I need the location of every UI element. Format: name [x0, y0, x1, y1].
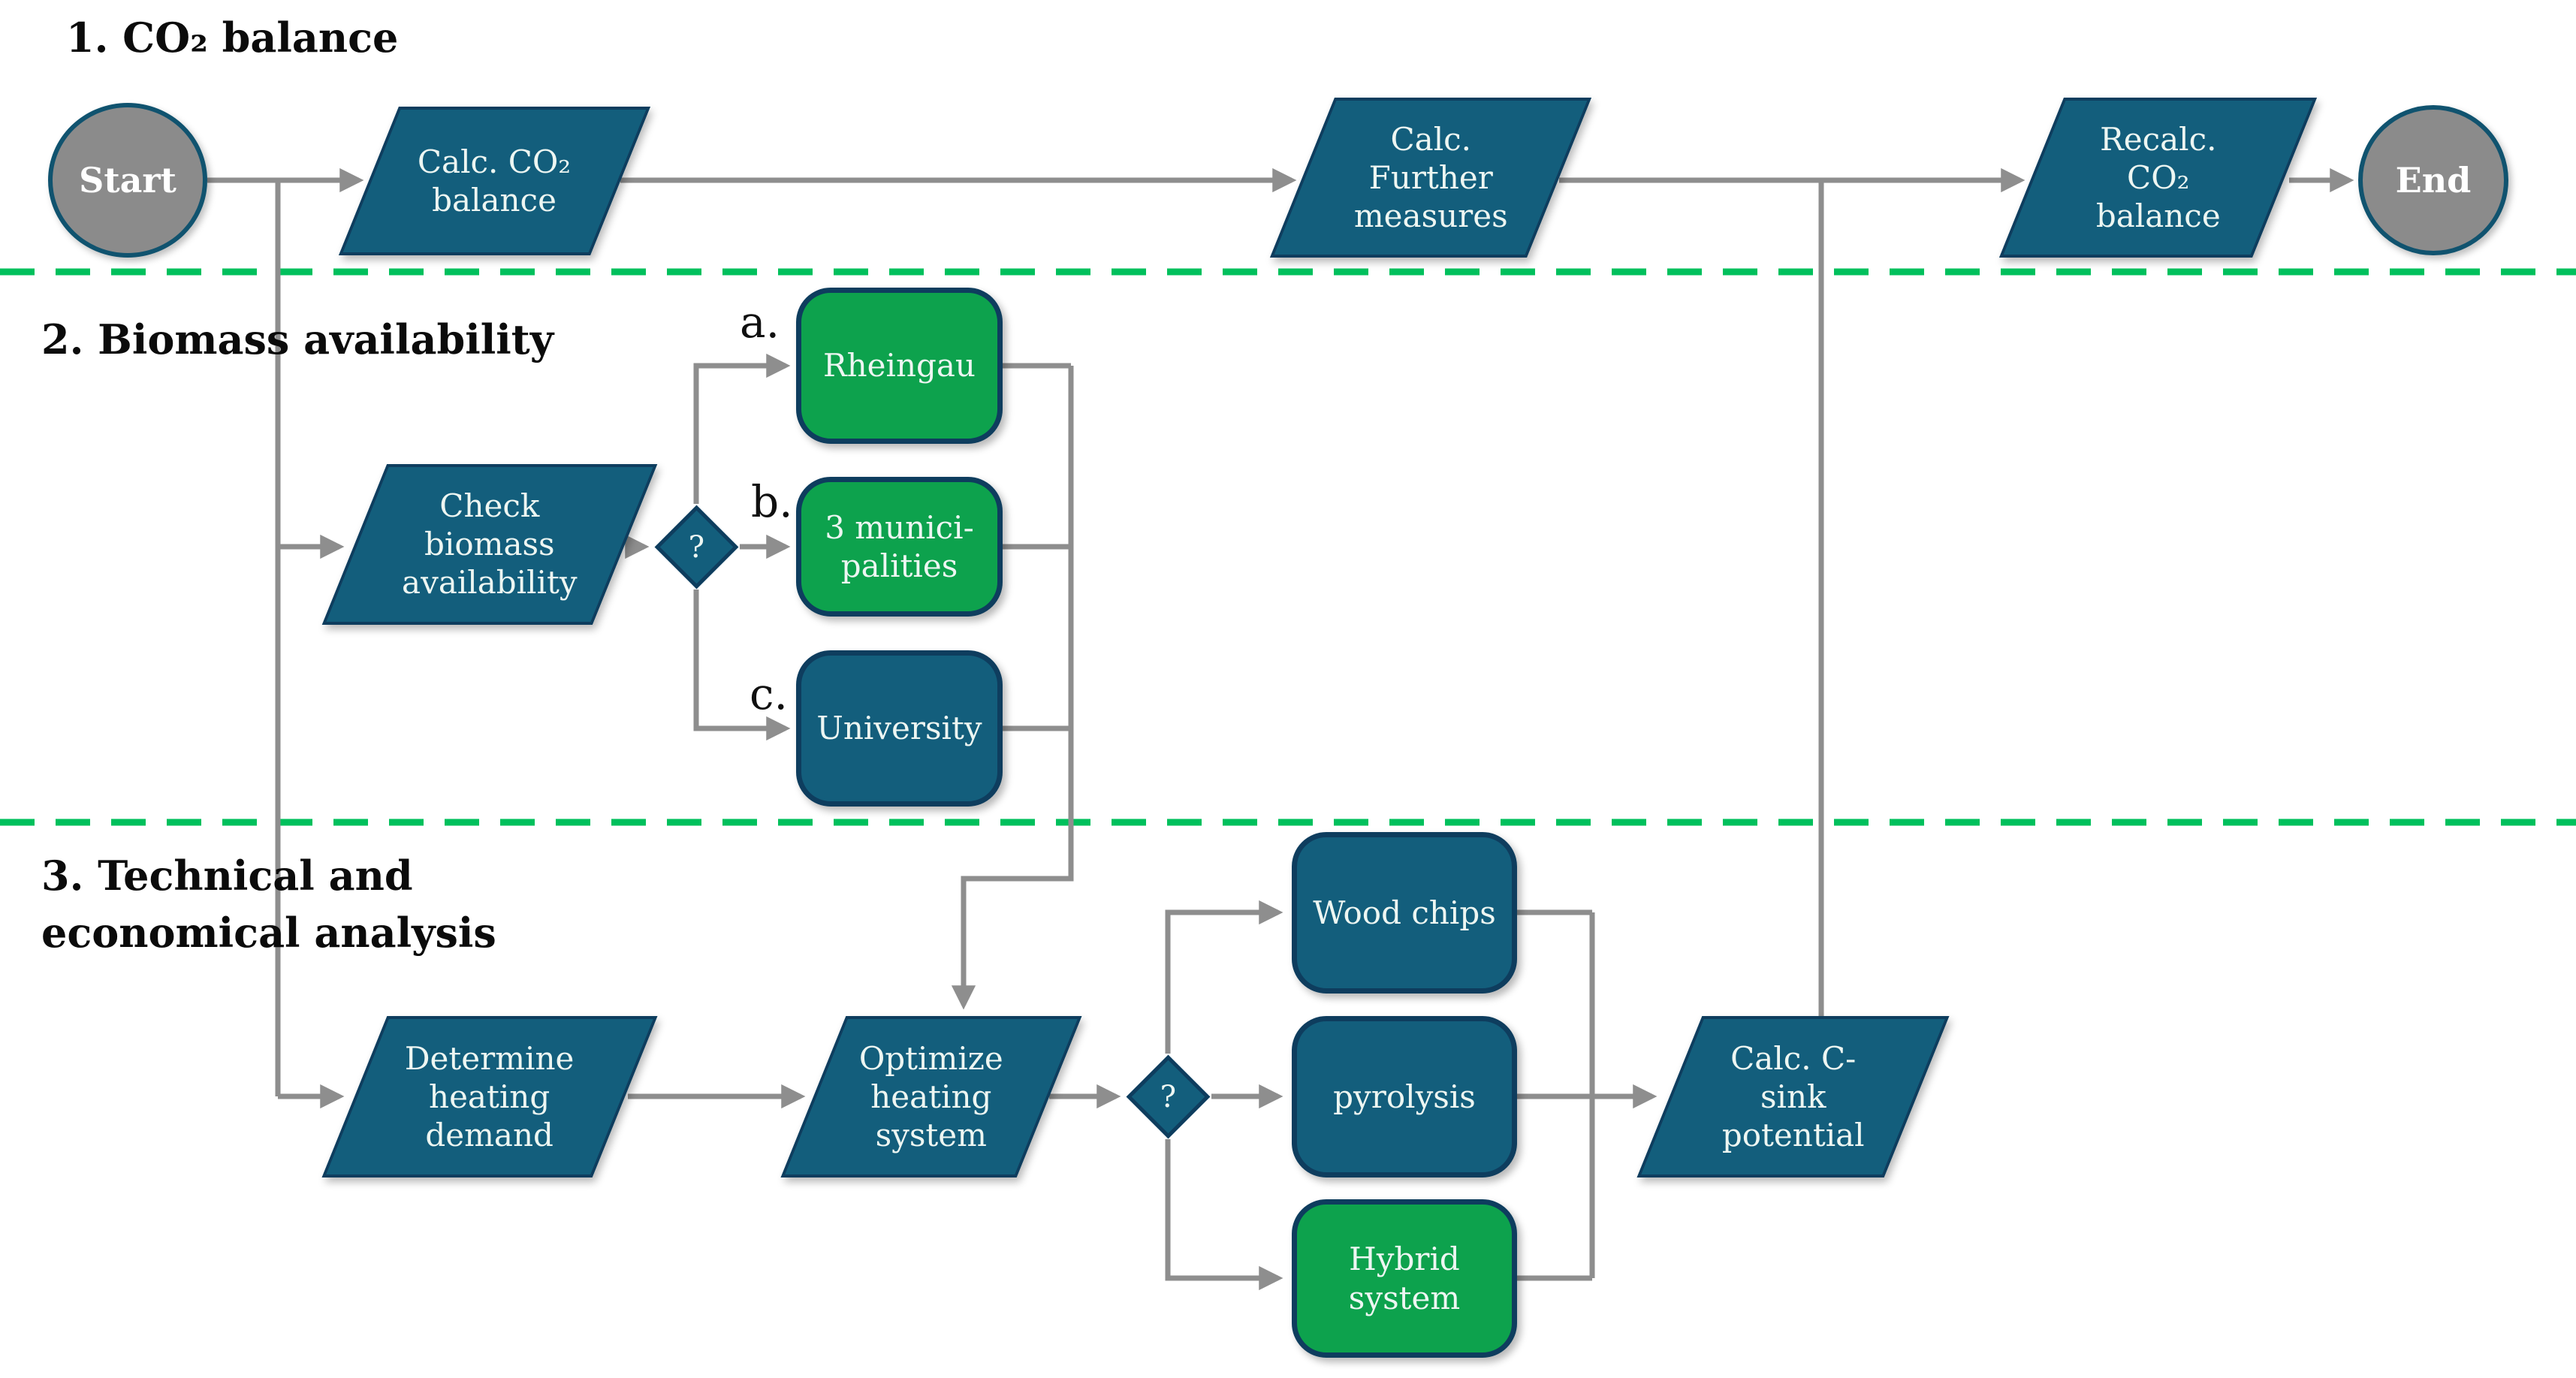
- arrow-decision3-to-hybrid: [1165, 1139, 1283, 1291]
- process-line: biomass: [424, 526, 555, 563]
- option-wood-chips: Wood chips: [1292, 832, 1517, 994]
- arrow-decision3-to-wood-chips: [1165, 900, 1283, 1054]
- process-line: Check: [439, 487, 540, 525]
- process-line: availability: [402, 564, 578, 602]
- option-line: palities: [840, 547, 958, 584]
- process-line: potential: [1721, 1117, 1865, 1154]
- option-municipalities: 3 munici- palities: [796, 477, 1003, 617]
- option-line: University: [816, 710, 982, 747]
- branch-label-a-text: a.: [740, 297, 780, 348]
- process-line: sink: [1760, 1078, 1826, 1115]
- process-line: Optimize: [859, 1039, 1003, 1077]
- process-line: system: [875, 1117, 988, 1154]
- section-title-1: 1. CO₂ balance: [66, 9, 398, 66]
- option-pyrolysis: pyrolysis: [1292, 1016, 1517, 1177]
- section-title-3-line2: economical analysis: [41, 909, 496, 957]
- option-rheingau: Rheingau: [796, 288, 1003, 444]
- end-terminal: End: [2358, 105, 2508, 255]
- start-terminal: Start: [48, 103, 207, 258]
- process-line: heating: [429, 1078, 550, 1115]
- flow-arrows: [207, 167, 2354, 1291]
- option-line: Rheingau: [823, 347, 976, 384]
- process-line: balance: [432, 182, 557, 219]
- process-line: Recalc.: [2099, 120, 2217, 158]
- section-title-3: 3. Technical and economical analysis: [41, 847, 496, 961]
- process-line: balance: [2095, 198, 2221, 235]
- branch-label-a: a.: [740, 297, 780, 348]
- branch-label-b: b.: [751, 476, 793, 527]
- process-line: measures: [1353, 198, 1508, 235]
- option-hybrid-system: Hybrid system: [1292, 1199, 1517, 1358]
- process-line: CO₂: [2126, 158, 2190, 196]
- start-label: Start: [79, 160, 176, 201]
- option-line: 3 munici-: [825, 508, 974, 546]
- option-line: system: [1348, 1279, 1461, 1316]
- end-label: End: [2395, 160, 2472, 201]
- process-line: heating: [870, 1078, 992, 1115]
- decision-biomass-label: ?: [688, 529, 705, 565]
- section-title-1-line: 1. CO₂ balance: [66, 14, 399, 62]
- section-title-3-line1: 3. Technical and: [41, 852, 413, 900]
- decision-system-label: ?: [1160, 1079, 1177, 1114]
- process-line: Calc.: [1390, 120, 1471, 158]
- option-line: pyrolysis: [1333, 1078, 1476, 1115]
- process-line: Calc. CO₂: [418, 143, 572, 180]
- process-line: Determine: [405, 1039, 575, 1077]
- branch-label-b-text: b.: [751, 476, 793, 527]
- branch-label-c: c.: [750, 668, 788, 719]
- section-title-2: 2. Biomass availability: [41, 311, 554, 368]
- option-university: University: [796, 650, 1003, 807]
- option-line: Hybrid: [1349, 1241, 1460, 1278]
- option-line: Wood chips: [1313, 894, 1496, 931]
- branch-label-c-text: c.: [750, 668, 788, 719]
- process-line: Further: [1368, 158, 1493, 196]
- arrow-decision2-to-rheingau: [693, 353, 791, 504]
- arrow-decision2-to-university: [693, 589, 791, 741]
- arrow-biomass-to-optimize: [951, 366, 1074, 1010]
- process-line: demand: [425, 1117, 554, 1154]
- section-title-2-line: 2. Biomass availability: [41, 315, 554, 363]
- process-line: Calc. C-: [1730, 1039, 1857, 1077]
